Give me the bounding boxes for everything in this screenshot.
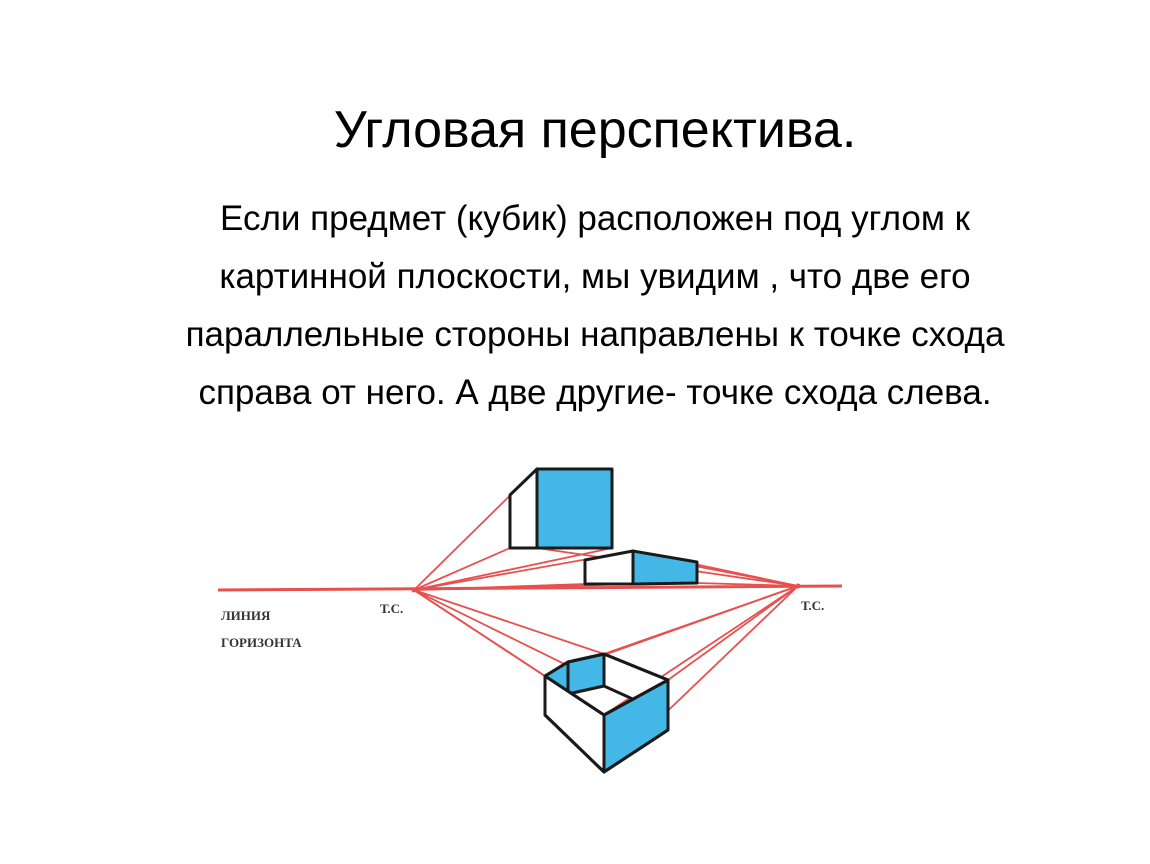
body-line: параллельные стороны направлены к точке …: [185, 315, 1005, 354]
horizon-label-line1: ЛИНИЯ: [221, 608, 271, 623]
horizon-line: [217, 584, 843, 592]
vanishing-point-left-label: Т.С.: [380, 601, 403, 616]
box-near-horizon: [583, 549, 699, 586]
vanishing-point-right-label: Т.С.: [801, 598, 824, 613]
horizon-label-line2: ГОРИЗОНТА: [221, 635, 302, 650]
slide-body-text: Если предмет (кубик) расположен под угло…: [100, 190, 1090, 422]
body-line: картинной плоскости, мы увидим , что две…: [219, 257, 971, 296]
box-below-horizon: [543, 652, 670, 774]
body-line: справа от него. А две другие- точке сход…: [198, 373, 992, 412]
cube-above-horizon: [508, 467, 614, 550]
vanishing-point-left: [411, 587, 417, 593]
slide-title: Угловая перспектива.: [333, 101, 857, 159]
body-line: Если предмет (кубик) расположен под угло…: [220, 199, 970, 238]
vanishing-point-right: [795, 583, 801, 589]
